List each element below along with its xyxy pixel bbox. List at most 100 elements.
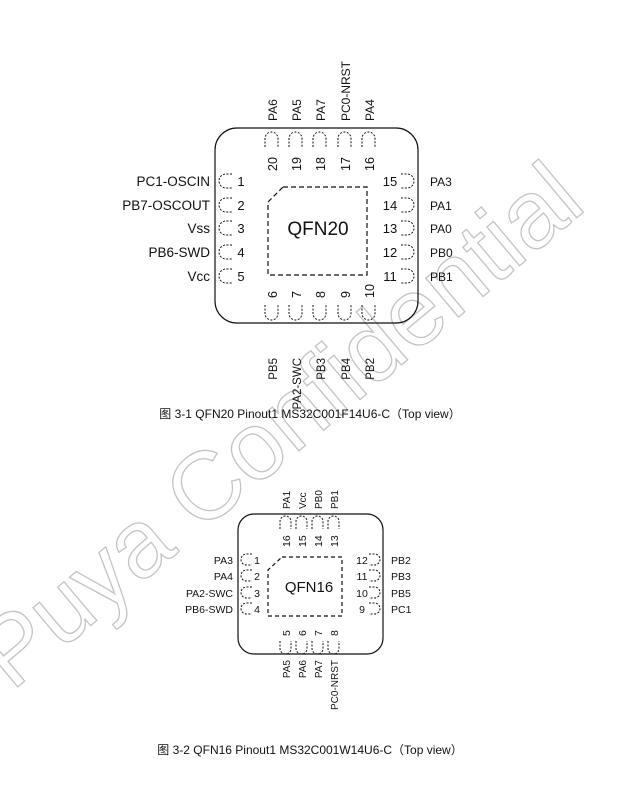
qfn20-exposed-pad (267, 186, 368, 276)
pin-number: 15 (383, 174, 397, 189)
pin-label: PA5 (290, 99, 304, 121)
pin-pad (295, 641, 308, 655)
pin-label: PB3 (316, 358, 328, 380)
pin-number: 14 (313, 535, 325, 547)
pin-number: 19 (290, 157, 304, 171)
pin-number: 2 (254, 571, 260, 583)
pin-pad (401, 197, 415, 213)
pin-number: 5 (237, 269, 244, 284)
pin-label: PB5 (391, 588, 411, 600)
pin-pad (218, 268, 232, 284)
pin-number: 5 (281, 630, 293, 636)
pin-number: 16 (281, 535, 293, 547)
pin-pad (218, 197, 232, 213)
pin-pad (311, 641, 324, 655)
pin-pad (312, 131, 327, 147)
pin-pad (361, 305, 376, 321)
pin-label: PA2-SWC (292, 358, 304, 410)
qfn16-package-body (237, 513, 384, 655)
pin-number: 1 (237, 174, 244, 189)
pin-pad (361, 131, 376, 147)
figure1-caption: 图 3-1 QFN20 Pinout1 MS32C001F14U6-C（Top … (159, 407, 461, 421)
pin-number: 17 (339, 157, 353, 171)
pin-pad (218, 244, 232, 260)
pin-pad (337, 131, 352, 147)
pin-number: 8 (329, 630, 341, 636)
pin-number: 16 (363, 157, 377, 171)
pin-label: PA3 (214, 555, 233, 567)
pin-number: 7 (290, 291, 304, 298)
pin-number: 7 (313, 630, 325, 636)
pin-label: Vss (187, 221, 210, 236)
pin-number: 9 (359, 604, 365, 616)
qfn16-exposed-pad (267, 556, 343, 617)
pin-label: PA7 (314, 99, 328, 121)
figure2-caption: 图 3-2 QFN16 Pinout1 MS32C001W14U6-C（Top … (157, 743, 463, 757)
qfn16-package-label: QFN16 (285, 579, 333, 596)
pin-pad (288, 131, 303, 147)
pin-label: PA3 (430, 175, 452, 189)
pin-number: 14 (383, 198, 397, 213)
pin-pad (401, 173, 415, 189)
pin-pad (295, 515, 308, 529)
pin-pad (279, 641, 292, 655)
pin-pad (401, 220, 415, 236)
pin-number: 12 (383, 245, 397, 260)
pin-pad (240, 586, 252, 599)
pin-pad (288, 305, 303, 321)
pin-label: PB5 (268, 358, 280, 380)
pin-label: PA0 (430, 222, 452, 236)
pin-number: 13 (329, 535, 341, 547)
pin-number: 2 (237, 198, 244, 213)
pin-label: PA7 (314, 660, 325, 679)
pin-number: 9 (339, 291, 353, 298)
pin-pad (369, 553, 381, 566)
pin-number: 6 (297, 630, 309, 636)
pin-pad (218, 173, 232, 189)
pin-number: 6 (266, 291, 280, 298)
pin-pad (369, 602, 381, 615)
pin-label: PA6 (266, 99, 280, 121)
pin-label: PA6 (298, 660, 309, 679)
qfn20-package-body (214, 127, 419, 324)
pin-pad (218, 220, 232, 236)
pin-label: Vcc (298, 492, 309, 509)
qfn20-diagram: QFN20 1PC1-OSCIN2PB7-OSCOUT3Vss4PB6-SWD5… (122, 60, 453, 409)
pin-pad (369, 586, 381, 599)
pin-label: PC1-OSCIN (136, 174, 210, 189)
pin-number: 18 (314, 157, 328, 171)
pin-pad (337, 305, 352, 321)
pin-pad (264, 305, 279, 321)
pin-number: 4 (237, 245, 244, 260)
pin-label: PB3 (391, 571, 411, 583)
pin-label: PC1 (391, 604, 412, 616)
pin-number: 4 (254, 604, 260, 616)
pin-label: Vcc (187, 269, 210, 284)
qfn20-package-label: QFN20 (287, 219, 348, 240)
pin-number: 20 (266, 157, 280, 171)
pin-pad (327, 641, 340, 655)
pin-number: 15 (297, 535, 309, 547)
pin-number: 1 (254, 555, 260, 567)
pin-label: PB2 (391, 555, 411, 567)
pin-label: PC0-NRST (330, 660, 341, 710)
pin-pad (264, 131, 279, 147)
pin-label: PA5 (282, 660, 293, 679)
pin-label: PB6-SWD (185, 604, 233, 616)
pin-pad (240, 553, 252, 566)
pin-number: 3 (254, 588, 260, 600)
pin-label: PA1 (282, 490, 293, 509)
pin-pad (327, 515, 340, 529)
pin-number: 8 (314, 291, 328, 298)
pin-number: 11 (383, 269, 397, 284)
pin-pad (279, 515, 292, 529)
pin-label: PB2 (365, 358, 377, 380)
pin-label: PB1 (430, 270, 453, 284)
pin-label: PA4 (214, 571, 233, 583)
pin-label: PB7-OSCOUT (122, 198, 210, 213)
pin-number: 11 (357, 571, 368, 583)
pin-label: PA1 (430, 199, 452, 213)
pin-label: PA4 (363, 99, 377, 121)
